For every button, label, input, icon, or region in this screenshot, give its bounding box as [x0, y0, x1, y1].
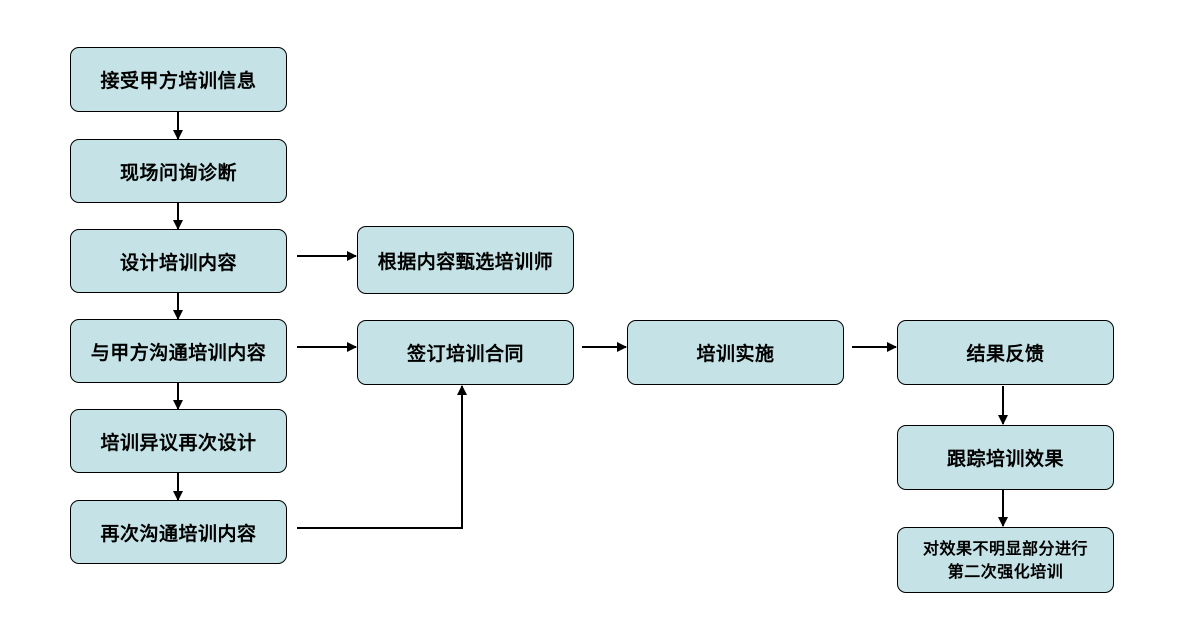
- node-onsite-diagnosis-label: 现场问询诊断: [119, 161, 237, 184]
- node-second-training: 对效果不明显部分进行 第二次强化培训: [897, 527, 1114, 593]
- node-select-trainer: 根据内容甄选培训师: [357, 226, 574, 294]
- node-communicate-content-label: 与甲方沟通培训内容: [90, 341, 267, 364]
- node-second-training-line1: 对效果不明显部分进行: [922, 539, 1088, 558]
- node-re-communicate: 再次沟通培训内容: [70, 500, 287, 564]
- node-track-effect-label: 跟踪培训效果: [946, 448, 1064, 470]
- node-communicate-content: 与甲方沟通培训内容: [70, 319, 287, 383]
- node-design-content-label: 设计培训内容: [119, 251, 237, 274]
- node-result-feedback: 结果反馈: [897, 320, 1114, 385]
- node-objection-redesign: 培训异议再次设计: [70, 409, 287, 473]
- arrow-recommunicate-to-sign: [297, 385, 467, 529]
- node-training-implementation: 培训实施: [627, 320, 844, 385]
- node-track-effect: 跟踪培训效果: [897, 425, 1114, 490]
- node-second-training-line2: 第二次强化培训: [947, 562, 1064, 581]
- node-sign-contract-label: 签订培训合同: [406, 343, 524, 365]
- node-training-implementation-label: 培训实施: [696, 343, 775, 365]
- node-receive-info: 接受甲方培训信息: [70, 47, 287, 112]
- node-objection-redesign-label: 培训异议再次设计: [100, 431, 257, 454]
- node-onsite-diagnosis: 现场问询诊断: [70, 139, 287, 203]
- node-result-feedback-label: 结果反馈: [966, 343, 1045, 365]
- node-select-trainer-label: 根据内容甄选培训师: [377, 250, 554, 273]
- node-receive-info-label: 接受甲方培训信息: [100, 70, 257, 92]
- node-sign-contract: 签订培训合同: [357, 320, 574, 385]
- node-re-communicate-label: 再次沟通培训内容: [100, 522, 257, 545]
- node-design-content: 设计培训内容: [70, 229, 287, 293]
